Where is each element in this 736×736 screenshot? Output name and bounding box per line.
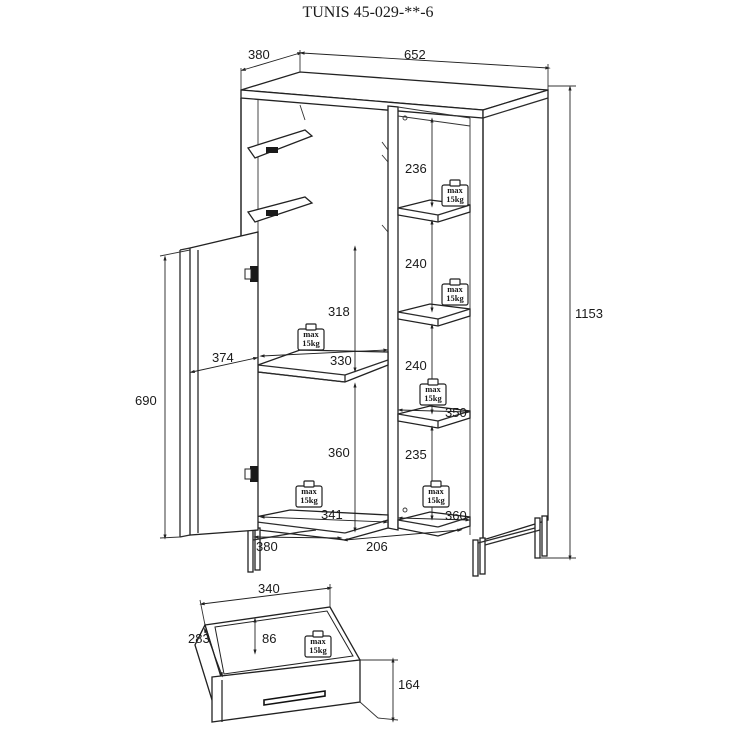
weight-badge-text: 15kg [309, 645, 327, 655]
weight-badge-text: 15kg [300, 495, 318, 505]
dimension-lines [159, 50, 576, 561]
drawer-front-height-label: 164 [398, 677, 420, 692]
weight-badge-text: 15kg [446, 293, 464, 303]
weight-badge-drawer: max 15kg [304, 630, 332, 658]
weight-badge-right-top: max 15kg [441, 179, 469, 207]
drawer-detail [194, 584, 399, 723]
weight-badge-right-bottom: max 15kg [422, 480, 450, 508]
dim-left-lower-label: 360 [328, 445, 350, 460]
dim-right-shelf-depth-label: 350 [445, 405, 467, 420]
dim-right-h3-label: 240 [405, 358, 427, 373]
weight-badge-text: 15kg [424, 393, 442, 403]
weight-badge-text: 15kg [446, 194, 464, 204]
dim-width-label: 652 [404, 47, 426, 62]
drawer-inner-height-label: 86 [262, 631, 276, 646]
drawer-runners [246, 129, 389, 233]
weight-badge-text: max [447, 284, 463, 294]
dim-door-height-label: 690 [135, 393, 157, 408]
weight-badge-text: max [447, 185, 463, 195]
weight-badge-text: 15kg [302, 338, 320, 348]
drawer-depth-label: 283 [188, 631, 210, 646]
weight-badge-left-bottom: max 15kg [295, 480, 323, 508]
dim-depth-label: 380 [248, 47, 270, 62]
drawer-width-label: 340 [258, 581, 280, 596]
dim-right-h2-label: 240 [405, 256, 427, 271]
weight-badge-text: max [303, 329, 319, 339]
weight-badge-text: max [428, 486, 444, 496]
weight-badge-text: max [425, 384, 441, 394]
weight-badge-right-low: max 15kg [419, 378, 447, 406]
dim-door-width-label: 374 [212, 350, 234, 365]
weight-badge-left-shelf: max 15kg [297, 323, 325, 351]
dim-right-h1-label: 236 [405, 161, 427, 176]
weight-badge-text: 15kg [427, 495, 445, 505]
dim-right-bottom-depth-label: 360 [445, 508, 467, 523]
dim-left-upper-label: 318 [328, 304, 350, 319]
dim-height-label: 1153 [575, 306, 603, 321]
dim-base-depth-label: 380 [256, 539, 278, 554]
dim-left-bottom-width-label: 341 [321, 507, 343, 522]
model-title: TUNIS 45-029-**-6 [302, 4, 433, 21]
weight-badge-right-mid: max 15kg [441, 278, 469, 306]
weight-badge-text: max [310, 636, 326, 646]
dim-right-h4-label: 235 [405, 447, 427, 462]
dim-left-shelf-depth-label: 330 [330, 353, 352, 368]
open-door [179, 231, 259, 538]
weight-badge-text: max [301, 486, 317, 496]
dim-right-width-label: 206 [366, 539, 388, 554]
